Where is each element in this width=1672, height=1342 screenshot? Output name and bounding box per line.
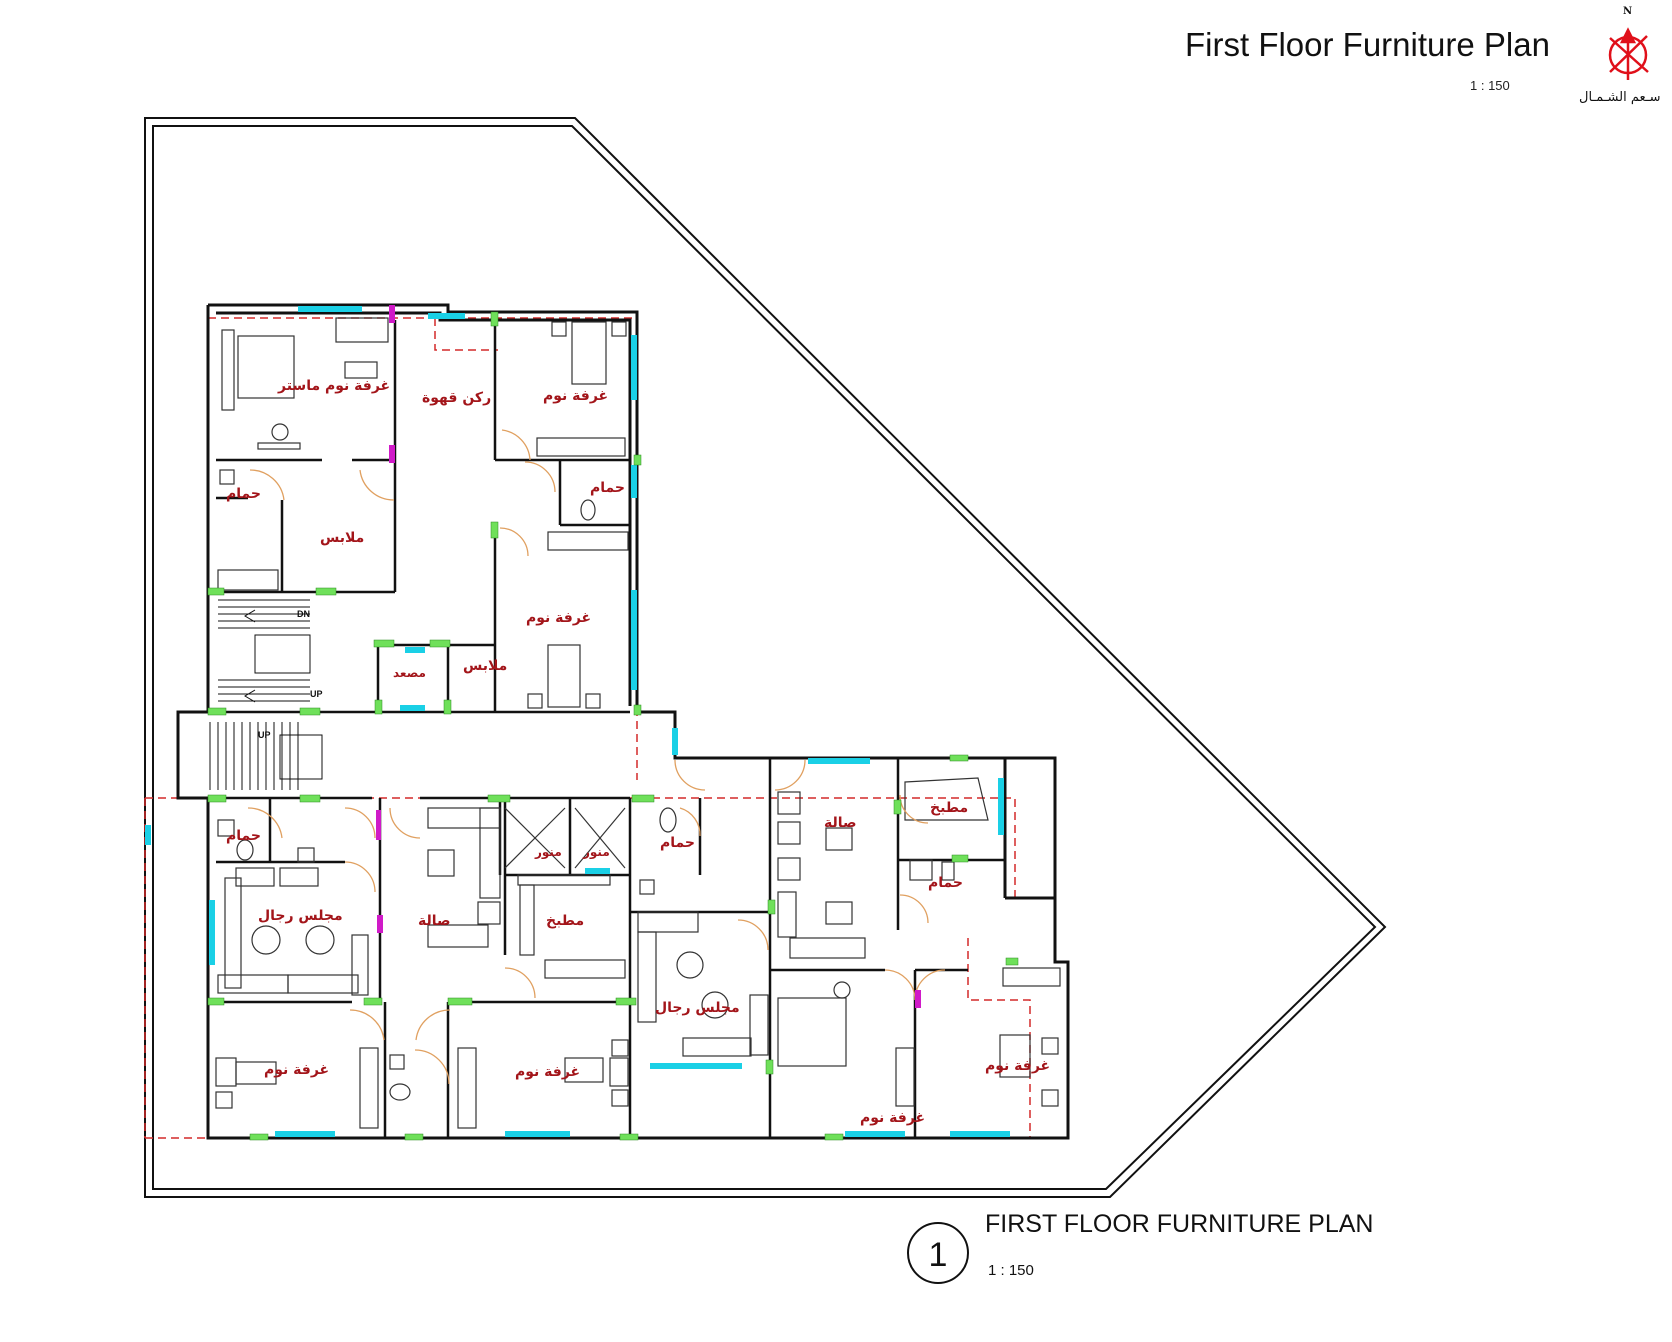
room-label-majlis-right: مجلس رجال [655, 1000, 740, 1016]
room-label-hall-right: صالة [824, 815, 857, 831]
room-label-hall-left: صالة [418, 913, 451, 929]
stair-label-up-1: UP [310, 689, 323, 699]
furniture [215, 317, 1061, 1129]
room-label-elevator: مصعد [393, 666, 426, 680]
room-label-light-well-2: منور [583, 845, 610, 859]
room-label-bath-top-right: حمام [590, 480, 625, 496]
drawing-title: First Floor Furniture Plan [1185, 26, 1550, 63]
north-arrow-icon [1608, 27, 1649, 80]
footer-scale: 1 : 150 [988, 1262, 1034, 1279]
room-label-coffee-corner: ركن قهوة [422, 390, 492, 406]
north-mark: N [1623, 6, 1633, 17]
windows [145, 306, 1010, 1137]
room-label-kitchen-left: مطبخ [546, 913, 585, 929]
room-label-bedroom-bottom-mid: غرفة نوم [515, 1064, 581, 1080]
footer-title: FIRST FLOOR FURNITURE PLAN [985, 1210, 1374, 1238]
interior-walls [216, 320, 1005, 1138]
room-label-bedroom-bottom-right-a: غرفة نوم [860, 1110, 926, 1126]
site-boundary [144, 117, 1387, 1198]
room-label-dressing-mid: ملابس [463, 658, 508, 674]
room-label-bath-mid-left: حمام [226, 828, 261, 844]
drawing-scale: 1 : 150 [1470, 78, 1510, 93]
door-jambs [207, 311, 1019, 1141]
building-walls [176, 303, 1070, 1140]
room-label-bedroom-bottom-left: غرفة نوم [264, 1062, 330, 1078]
room-label-bath-right: حمام [928, 875, 963, 891]
room-label-light-well-1: منور [535, 845, 562, 859]
room-label-master-bedroom: غرفة نوم ماستر [278, 378, 391, 394]
north-arrow-label: سـعم الشـمـال [1579, 90, 1661, 105]
room-label-majlis-left: مجلس رجال [258, 908, 343, 924]
stair-label-dn: DN [297, 609, 310, 619]
stair-treads [209, 599, 323, 790]
stair-label-up-2: UP [258, 730, 271, 740]
room-label-dressing-top: ملابس [320, 530, 365, 546]
room-label-bedroom-top-right: غرفة نوم [543, 388, 609, 404]
room-label-bath-top-left: حمام [226, 486, 261, 502]
column-accents [376, 305, 921, 1008]
drawing-number-bubble: 1 [907, 1222, 969, 1284]
room-label-bedroom-mid: غرفة نوم [526, 610, 592, 626]
room-label-bath-center: حمام [660, 835, 695, 851]
room-label-kitchen-right: مطبخ [930, 800, 969, 816]
room-label-bedroom-bottom-right-b: غرفة نوم [985, 1058, 1051, 1074]
